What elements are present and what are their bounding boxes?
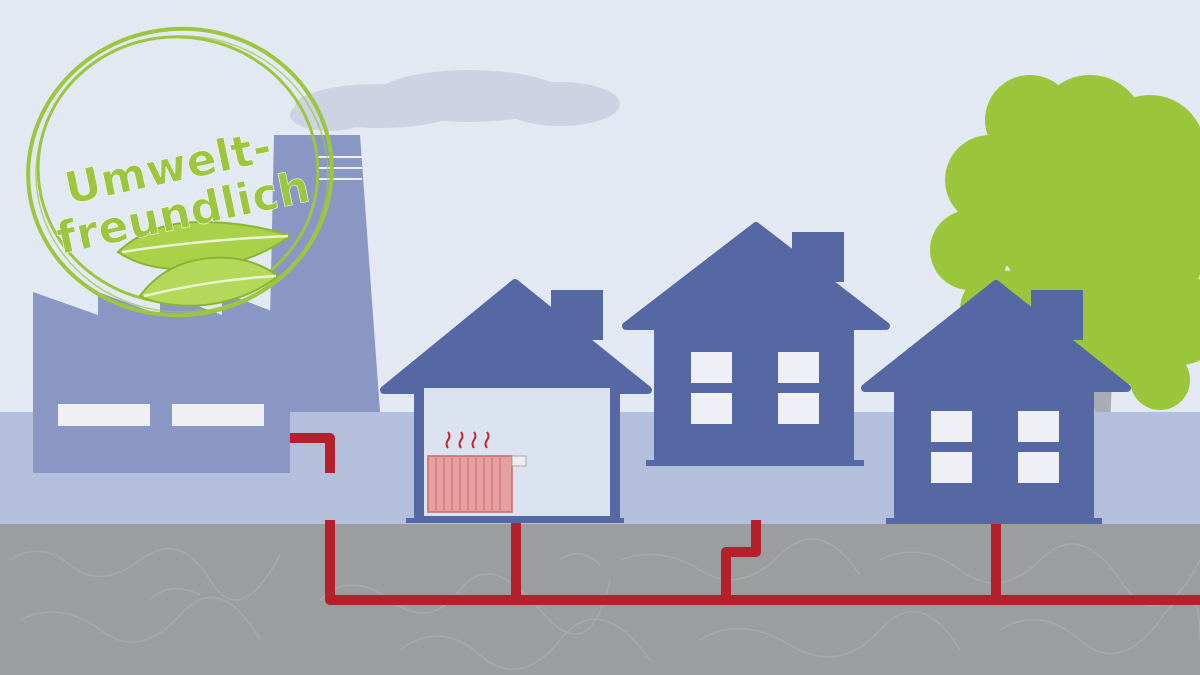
factory-building [33, 292, 290, 473]
pipe-branch-house-2 [721, 520, 761, 600]
pipe-factory-outlet [290, 433, 335, 473]
house-icon [622, 222, 890, 466]
house-2-base [646, 460, 864, 466]
heating-pipe-network [290, 433, 1200, 605]
house-3-windows [931, 411, 1059, 483]
house-2-windows [691, 352, 819, 424]
factory-window [172, 404, 264, 426]
chimney-stripes [318, 156, 362, 180]
thermostat-valve [511, 455, 527, 467]
heat-waves [445, 431, 490, 449]
radiator-icon [427, 431, 527, 513]
house-2-walls [654, 320, 854, 462]
house-3-base [886, 518, 1102, 524]
leaf-icon [116, 220, 293, 307]
chimney [268, 135, 380, 412]
factory-icon [33, 135, 380, 473]
house-1-base [406, 518, 624, 523]
house-icon [380, 279, 652, 523]
smoke-cloud-icon [290, 70, 620, 131]
pipe-main-line [325, 520, 1200, 605]
house-icon [861, 280, 1131, 524]
house-3-walls [894, 382, 1094, 520]
factory-window [58, 404, 150, 426]
